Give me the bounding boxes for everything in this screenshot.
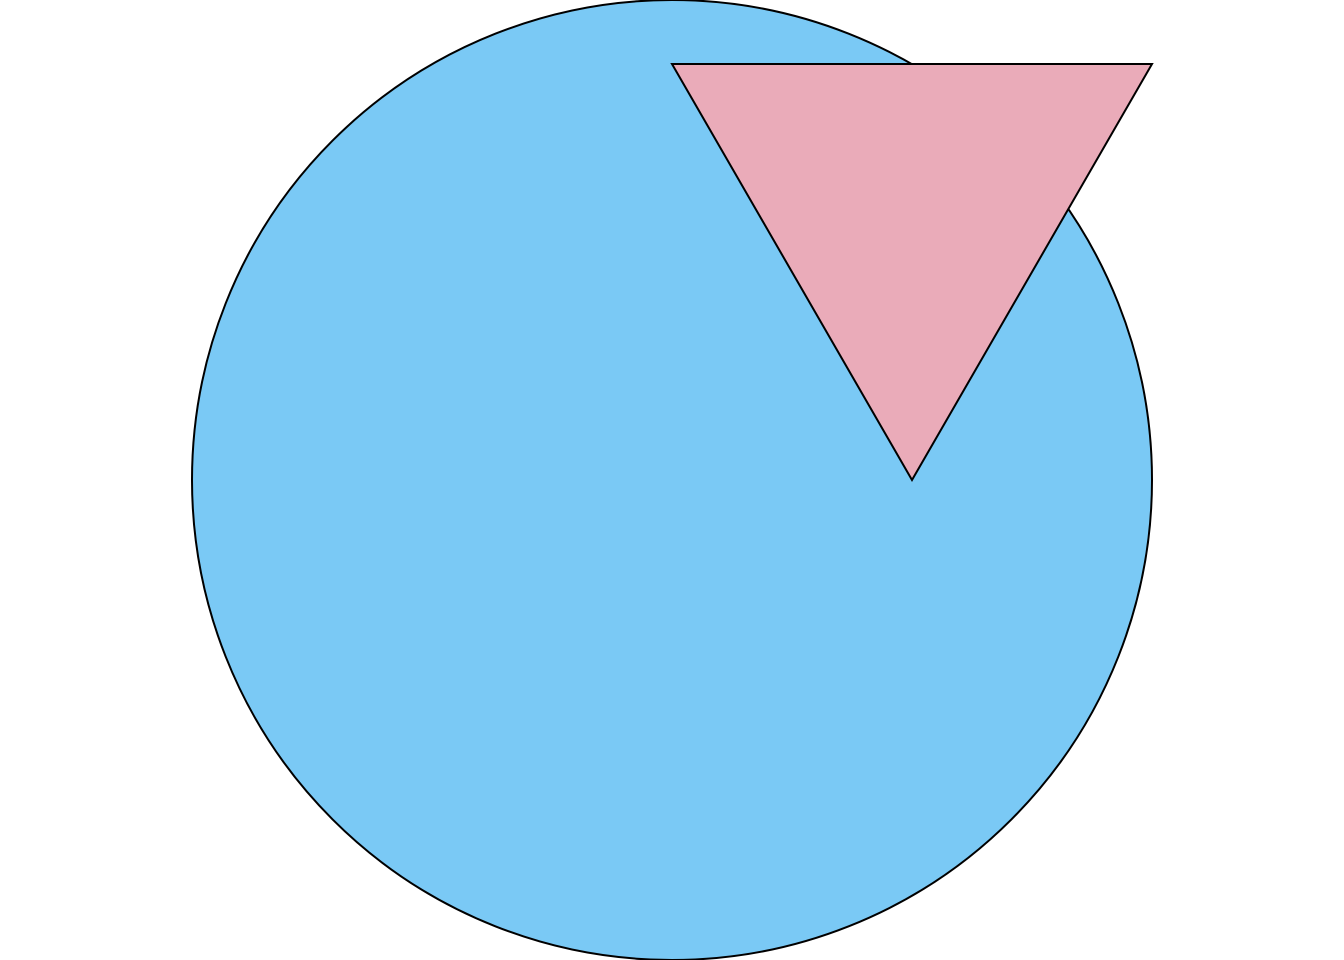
pink-down-triangle xyxy=(670,63,1154,483)
